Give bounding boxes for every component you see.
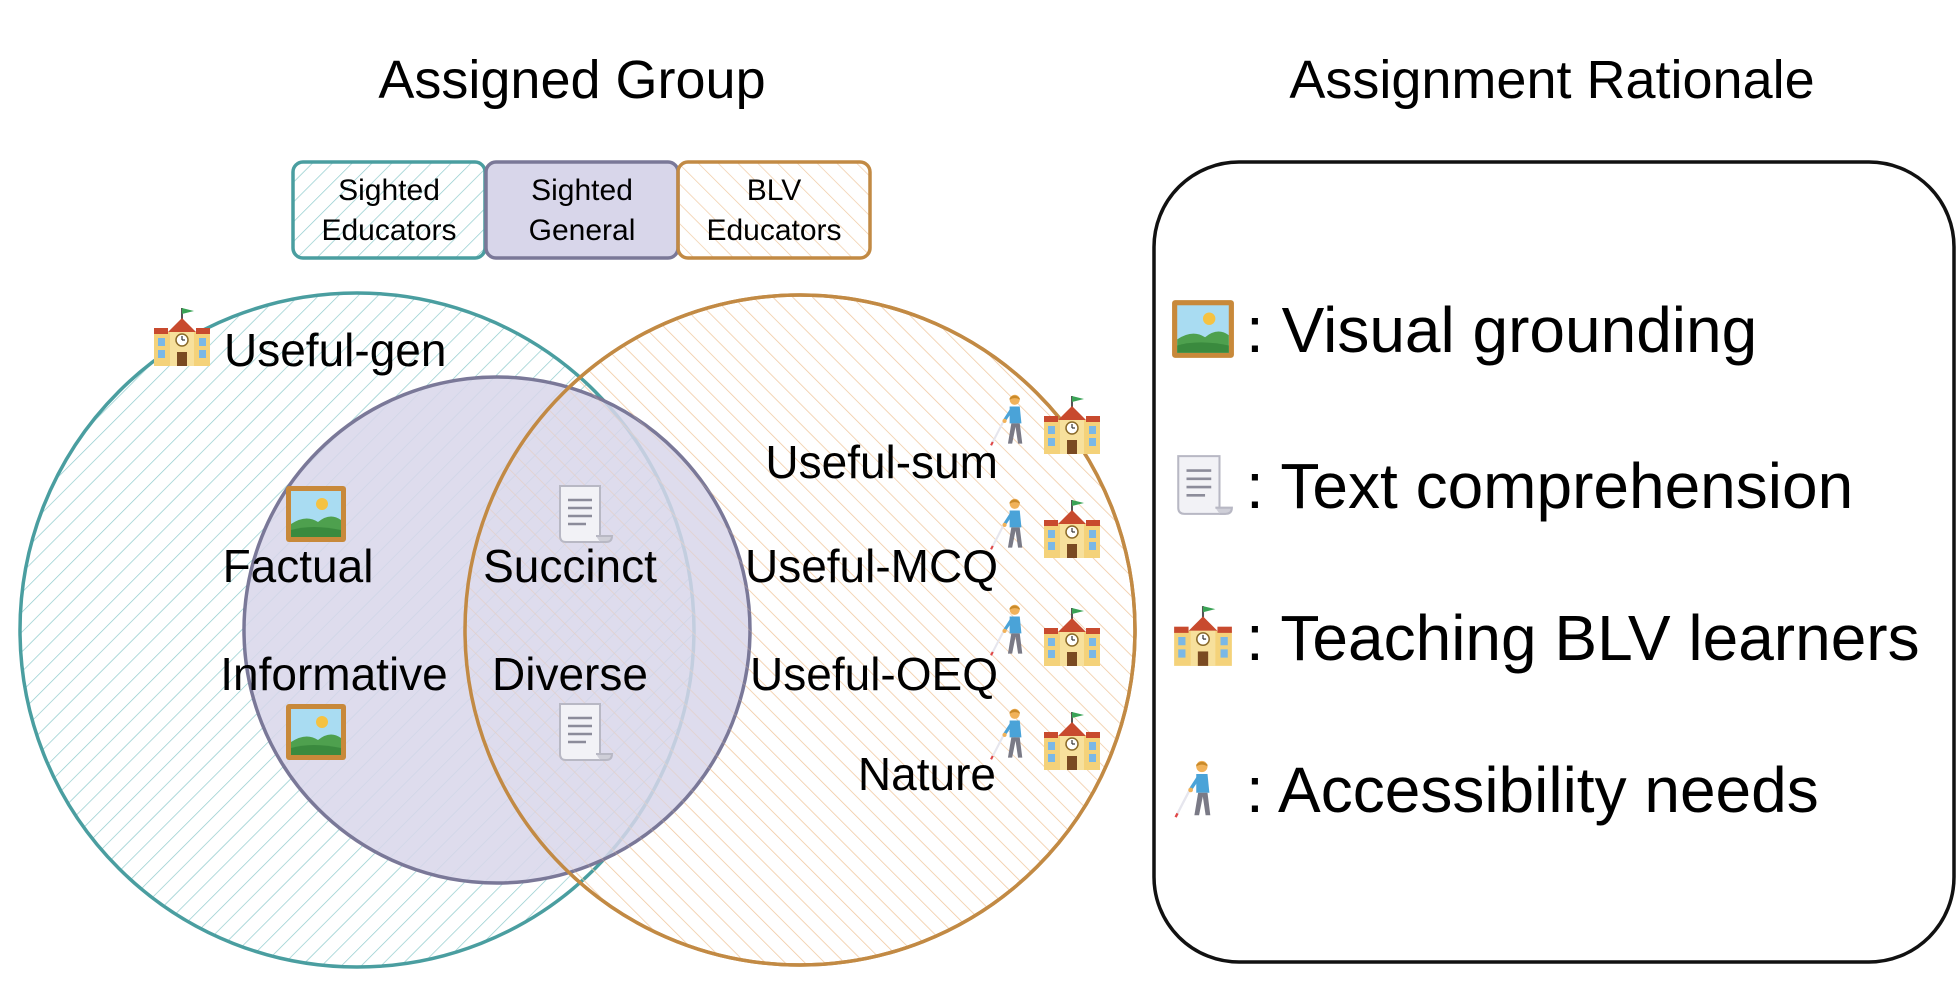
school-icon: [1043, 395, 1101, 455]
legend: Sighted Educators Sighted General BLV Ed…: [291, 160, 872, 260]
picture-icon: [286, 704, 346, 760]
picture-icon: [286, 486, 346, 542]
venn-diagram: Useful-gen Factual Informative Succinct …: [18, 291, 1137, 969]
school-icon: [153, 307, 211, 367]
legend-sighted-educators-line1: Sighted: [338, 174, 440, 207]
rationale-panel: : Visual grounding : Text comprehension …: [1152, 160, 1956, 964]
rationale-text-comprehension: : Text comprehension: [1246, 450, 1853, 522]
succinct-label: Succinct: [483, 540, 657, 592]
picture-icon: [1172, 300, 1234, 358]
useful-gen-label: Useful-gen: [224, 324, 446, 376]
diverse-label: Diverse: [492, 648, 648, 700]
legend-blv-educators-line1: BLV: [747, 174, 801, 207]
useful-sum-label: Useful-sum: [765, 436, 998, 488]
rationale-visual-grounding: : Visual grounding: [1246, 294, 1757, 366]
assigned-group-title: Assigned Group: [378, 50, 765, 110]
legend-sighted-general-line1: Sighted: [531, 174, 633, 207]
rationale-accessibility-needs: : Accessibility needs: [1246, 754, 1819, 826]
rationale-teaching-blv: : Teaching BLV learners: [1246, 602, 1920, 674]
useful-oeq-label: Useful-OEQ: [750, 648, 998, 700]
legend-blv-educators: BLV Educators: [676, 160, 872, 260]
assignment-rationale-title: Assignment Rationale: [1289, 50, 1814, 110]
legend-sighted-educators-line2: Educators: [321, 214, 456, 247]
legend-blv-educators-line2: Educators: [706, 214, 841, 247]
factual-label: Factual: [223, 540, 374, 592]
informative-label: Informative: [220, 648, 448, 700]
nature-label: Nature: [858, 748, 996, 800]
legend-sighted-general: Sighted General: [484, 160, 680, 260]
useful-mcq-label: Useful-MCQ: [745, 540, 998, 592]
legend-sighted-educators: Sighted Educators: [291, 160, 487, 260]
legend-sighted-general-line2: General: [529, 214, 636, 247]
